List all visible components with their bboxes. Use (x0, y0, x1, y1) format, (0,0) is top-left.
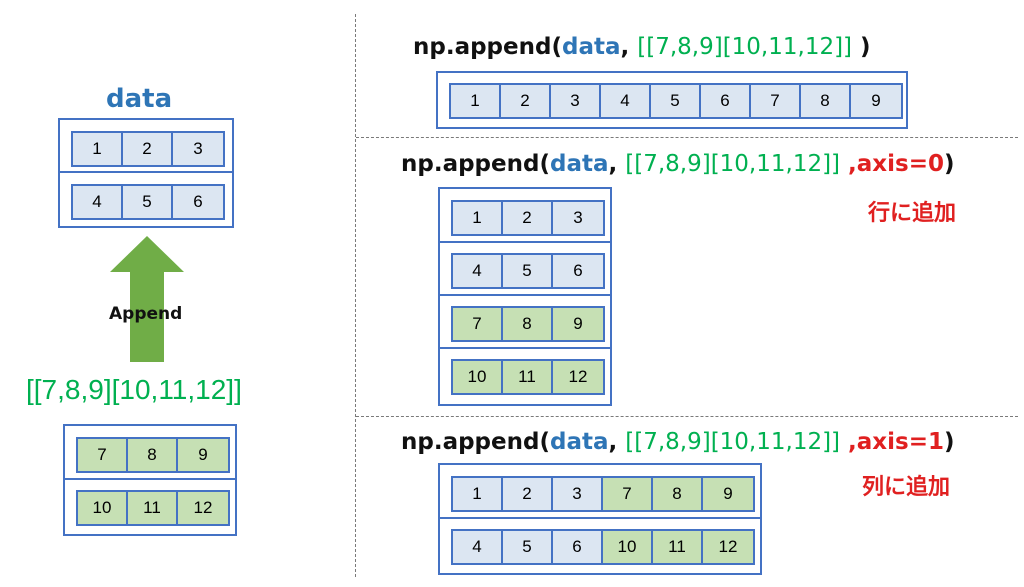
cell: 3 (553, 478, 603, 510)
values-text: [[7,8,9][10,11,12]] (637, 34, 853, 60)
cell: 6 (173, 186, 223, 218)
row-separator (65, 478, 235, 480)
cell: 7 (453, 308, 503, 340)
panel1-result-array: 1 2 3 4 5 6 7 8 9 (436, 71, 908, 129)
axis-arg: ,axis=1 (840, 429, 944, 455)
axis-arg: ,axis=0 (840, 151, 944, 177)
fn-name: np.append( (401, 429, 550, 455)
row-separator (440, 347, 610, 349)
data-word: data (549, 429, 609, 455)
cell: 3 (173, 133, 223, 165)
close-paren: ) (944, 429, 955, 455)
append-arrow-icon (110, 236, 184, 362)
result-row-2: 4 5 6 10 11 12 (451, 529, 755, 565)
panel2-note: 行に追加 (868, 201, 957, 226)
row-separator (440, 517, 760, 519)
values-text: [[7,8,9][10,11,12]] (625, 429, 841, 455)
cell: 3 (551, 85, 601, 117)
appended-row-2: 10 11 12 (76, 490, 230, 526)
panel3-note: 列に追加 (862, 475, 951, 500)
cell: 5 (503, 531, 553, 563)
cell: 4 (453, 255, 503, 287)
cell: 4 (73, 186, 123, 218)
row-separator (60, 171, 232, 173)
horizontal-divider-2 (356, 416, 1018, 417)
cell: 8 (653, 478, 703, 510)
cell: 6 (553, 531, 603, 563)
panel3-result-array: 1 2 3 7 8 9 4 5 6 10 11 12 (438, 463, 762, 575)
panel3-expression: np.append(data, [[7,8,9][10,11,12]] ,axi… (401, 429, 955, 455)
cell: 12 (553, 361, 603, 393)
cell: 11 (128, 492, 178, 524)
result-row-1: 1 2 3 (451, 200, 605, 236)
cell: 5 (123, 186, 173, 218)
cell: 4 (453, 531, 503, 563)
vertical-divider (355, 14, 356, 577)
cell: 11 (503, 361, 553, 393)
cell: 5 (503, 255, 553, 287)
cell: 4 (601, 85, 651, 117)
cell: 9 (553, 308, 603, 340)
panel1-expression: np.append(data, [[7,8,9][10,11,12]] ) (413, 34, 871, 60)
cell: 8 (128, 439, 178, 471)
cell: 9 (851, 85, 901, 117)
cell: 12 (178, 492, 228, 524)
cell: 1 (73, 133, 123, 165)
comma: , (620, 34, 630, 60)
cell: 1 (453, 478, 503, 510)
close-paren: ) (852, 34, 871, 60)
cell: 1 (451, 85, 501, 117)
appended-array: 7 8 9 10 11 12 (63, 424, 237, 536)
cell: 9 (703, 478, 753, 510)
panel2-result-array: 1 2 3 4 5 6 7 8 9 10 11 12 (438, 187, 612, 406)
cell: 6 (701, 85, 751, 117)
cell: 12 (703, 531, 753, 563)
data-label: data (106, 84, 173, 114)
cell: 7 (78, 439, 128, 471)
cell: 11 (653, 531, 703, 563)
cell: 2 (123, 133, 173, 165)
cell: 8 (503, 308, 553, 340)
cell: 6 (553, 255, 603, 287)
row-separator (440, 241, 610, 243)
close-paren: ) (944, 151, 955, 177)
cell: 9 (178, 439, 228, 471)
data-word: data (549, 151, 609, 177)
data-row-1: 1 2 3 (71, 131, 225, 167)
result-row-2: 4 5 6 (451, 253, 605, 289)
panel2-expression: np.append(data, [[7,8,9][10,11,12]] ,axi… (401, 151, 955, 177)
data-array: 1 2 3 4 5 6 (58, 118, 234, 228)
comma: , (608, 429, 618, 455)
comma: , (608, 151, 618, 177)
appended-row-1: 7 8 9 (76, 437, 230, 473)
fn-name: np.append( (413, 34, 562, 60)
appended-values-label: [[7,8,9][10,11,12]] (26, 374, 242, 405)
cell: 7 (751, 85, 801, 117)
horizontal-divider-1 (356, 137, 1018, 138)
cell: 5 (651, 85, 701, 117)
cell: 10 (603, 531, 653, 563)
data-word: data (561, 34, 621, 60)
values-text: [[7,8,9][10,11,12]] (625, 151, 841, 177)
cell: 7 (603, 478, 653, 510)
cell: 2 (503, 202, 553, 234)
data-row-2: 4 5 6 (71, 184, 225, 220)
append-label: Append (109, 304, 183, 324)
cell: 3 (553, 202, 603, 234)
result-row-4: 10 11 12 (451, 359, 605, 395)
cell: 2 (501, 85, 551, 117)
cell: 1 (453, 202, 503, 234)
cell: 10 (453, 361, 503, 393)
row-separator (440, 294, 610, 296)
fn-name: np.append( (401, 151, 550, 177)
cell: 8 (801, 85, 851, 117)
result-row-1: 1 2 3 7 8 9 (451, 476, 755, 512)
result-row-1: 1 2 3 4 5 6 7 8 9 (449, 83, 903, 119)
cell: 2 (503, 478, 553, 510)
cell: 10 (78, 492, 128, 524)
result-row-3: 7 8 9 (451, 306, 605, 342)
